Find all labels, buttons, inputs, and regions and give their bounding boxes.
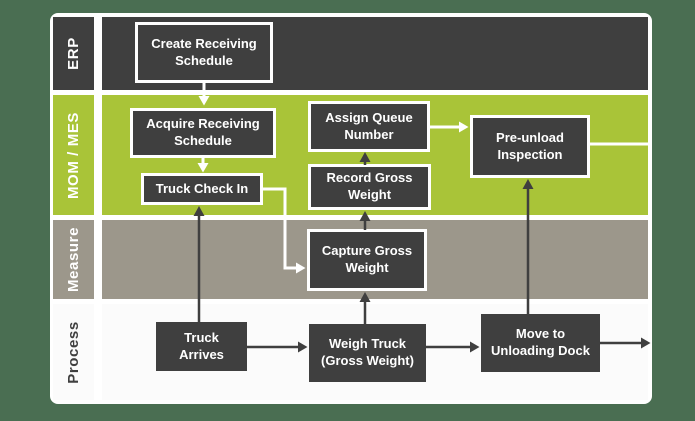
node-assign-queue-number: Assign Queue Number <box>308 101 430 152</box>
lane-label-measure-text: Measure <box>65 226 83 293</box>
node-truck-check-in: Truck Check In <box>141 173 263 205</box>
node-create-receiving-schedule: Create Receiving Schedule <box>135 22 273 83</box>
lane-label-erp: ERP <box>53 17 94 90</box>
node-acquire-receiving-schedule: Acquire Receiving Schedule <box>130 108 276 158</box>
lane-label-erp-text: ERP <box>65 37 82 70</box>
lane-label-measure: Measure <box>53 220 94 299</box>
lane-label-mom-mes: MOM / MES <box>53 95 94 215</box>
node-truck-arrives: Truck Arrives <box>156 322 247 371</box>
node-move-to-unloading-dock: Move to Unloading Dock <box>481 314 600 372</box>
node-pre-unload-inspection: Pre-unload Inspection <box>470 115 590 178</box>
node-weigh-truck: Weigh Truck (Gross Weight) <box>309 324 426 382</box>
lane-label-mom-mes-text: MOM / MES <box>65 111 83 199</box>
lane-label-process-text: Process <box>65 320 83 384</box>
node-capture-gross-weight: Capture Gross Weight <box>307 229 427 291</box>
lane-label-process: Process <box>53 304 94 400</box>
node-record-gross-weight: Record Gross Weight <box>308 164 431 210</box>
